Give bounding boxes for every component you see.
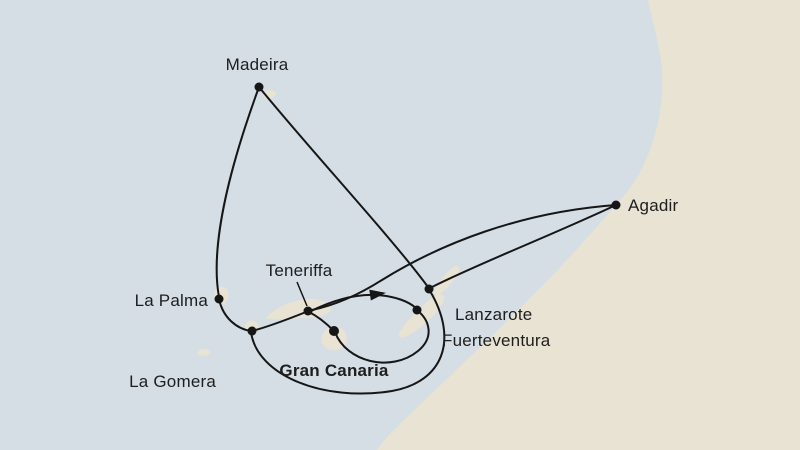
island-gran-canaria	[321, 326, 347, 351]
island-el-hierro	[197, 348, 211, 356]
route-loop-south-inner	[334, 310, 430, 364]
route-la-gomera-teneriffa	[251, 311, 307, 332]
port-label-teneriffa: Teneriffa	[265, 261, 333, 280]
port-dot-lanzarote	[424, 284, 434, 294]
africa-landmass	[377, 0, 800, 450]
route-direction-arrow-icon	[369, 289, 386, 301]
port-dot-madeira	[254, 82, 264, 92]
route-madeira-lanzarote	[258, 86, 429, 288]
port-dot-gran-canaria	[329, 326, 339, 336]
port-label-gran-canaria: Gran Canaria	[279, 361, 389, 380]
port-label-lanzarote: Lanzarote	[455, 305, 533, 324]
route-agadir-teneriffa	[311, 204, 617, 311]
port-dot-fuerteventura	[412, 305, 422, 315]
port-label-fuerteventura: Fuerteventura	[442, 331, 551, 350]
port-dot-la-gomera	[247, 326, 257, 336]
port-label-la-gomera: La Gomera	[129, 372, 216, 391]
route-agadir-lanzarote	[431, 204, 617, 288]
port-dot-agadir	[611, 200, 621, 210]
port-dot-la-palma	[214, 294, 224, 304]
port-label-madeira: Madeira	[225, 55, 289, 74]
port-label-agadir: Agadir	[628, 196, 679, 215]
island-tenerife	[266, 298, 331, 320]
teneriffa-leader-line	[296, 281, 308, 307]
route-loop-south-outer	[250, 290, 446, 395]
port-dot-teneriffa	[303, 306, 313, 316]
route-madeira-la-palma	[215, 86, 260, 298]
island-fuerteventura	[398, 294, 445, 338]
route-la-palma-la-gomera	[218, 298, 252, 332]
port-label-la-palma: La Palma	[134, 291, 208, 310]
